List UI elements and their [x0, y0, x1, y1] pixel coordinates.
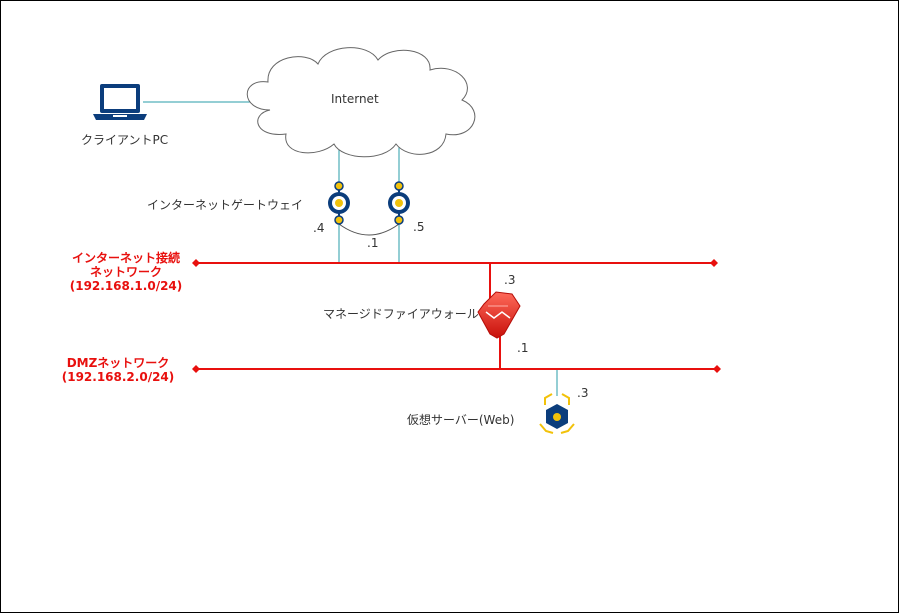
cloud-label: Internet	[331, 92, 379, 106]
internet-bus-end-right	[710, 259, 718, 267]
dmz-network-label: DMZネットワーク (192.168.2.0/24)	[50, 356, 186, 384]
dmz-network-subnet: (192.168.2.0/24)	[61, 370, 175, 384]
internet-bus-end-left	[192, 259, 200, 267]
laptop-icon	[93, 84, 147, 120]
gateway-label: インターネットゲートウェイ	[147, 198, 304, 212]
gateway-node-icon-left	[328, 181, 350, 225]
dmz-bus-end-left	[192, 365, 200, 373]
internet-network-name: インターネット接続	[71, 251, 180, 265]
cloud-icon	[246, 47, 476, 158]
internet-network-name-2: ネットワーク	[89, 265, 162, 279]
internet-network-subnet: (192.168.1.0/24)	[69, 279, 183, 293]
gateway-redundancy-arc	[338, 223, 400, 236]
gateway-left-address: .4	[313, 221, 325, 235]
firewall-bottom-address: .1	[517, 341, 529, 355]
gateway-right-address: .5	[413, 220, 425, 234]
firewall-icon	[477, 291, 521, 339]
server-label: 仮想サーバー(Web)	[407, 413, 515, 427]
dmz-bus-end-right	[713, 365, 721, 373]
firewall-label: マネージドファイアウォール	[323, 307, 479, 321]
client-label: クライアントPC	[81, 133, 169, 147]
server-address: .3	[577, 386, 589, 400]
gateway-virtual-address: .1	[367, 236, 379, 250]
gateway-node-icon-right	[388, 181, 410, 225]
virtual-server-icon	[539, 393, 575, 434]
internet-network-label: インターネット接続 ネットワーク (192.168.1.0/24)	[58, 251, 194, 293]
dmz-network-name: DMZネットワーク	[66, 356, 170, 370]
firewall-top-address: .3	[504, 273, 516, 287]
